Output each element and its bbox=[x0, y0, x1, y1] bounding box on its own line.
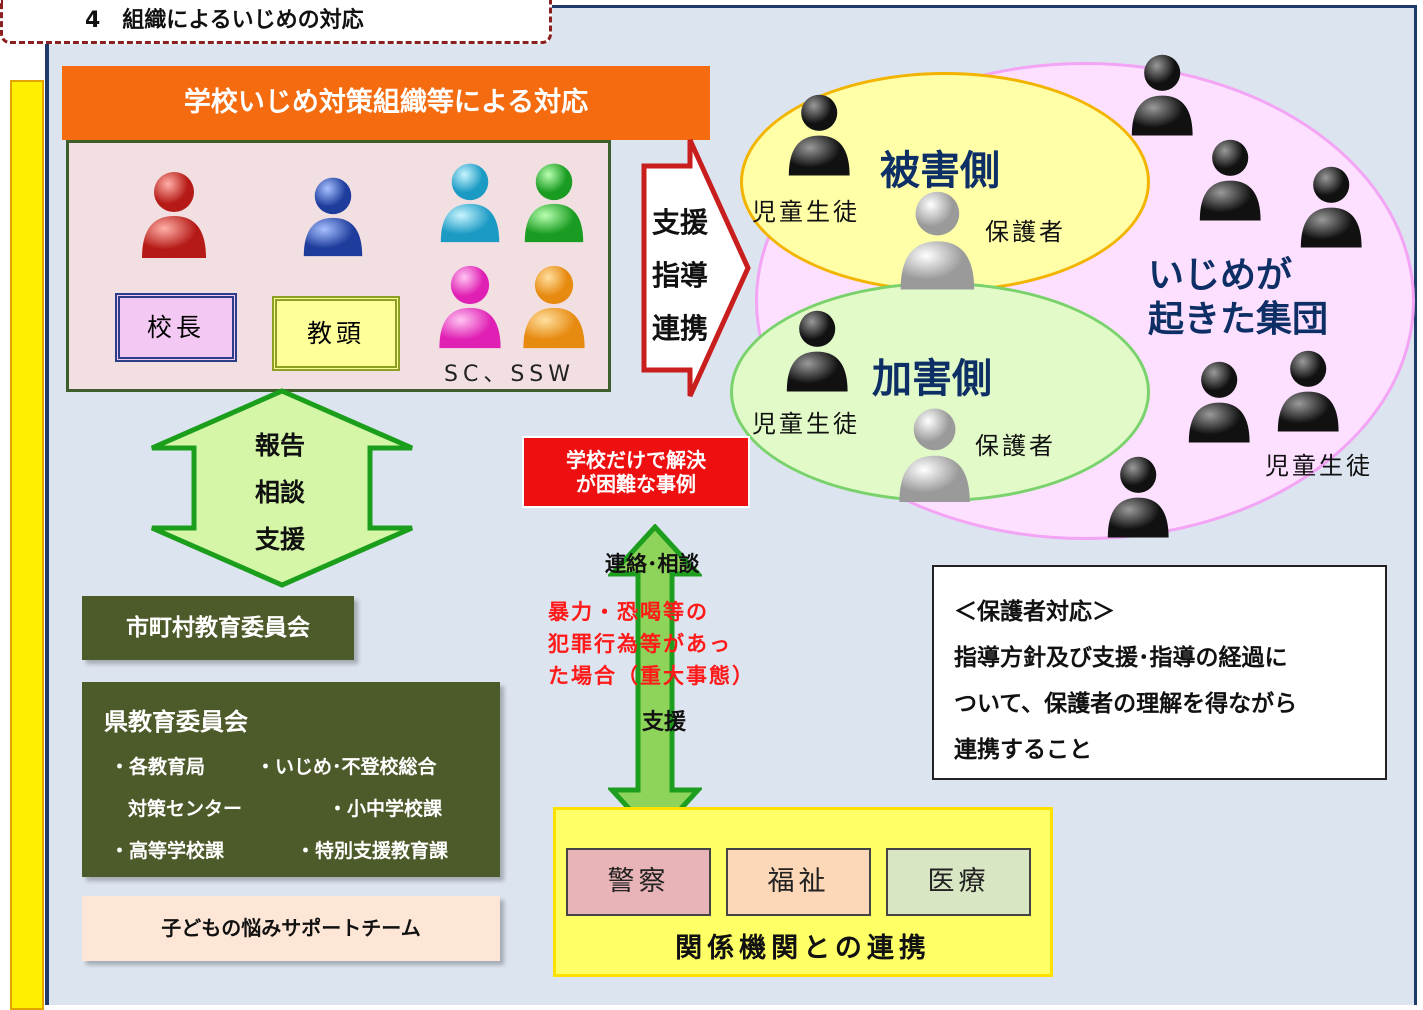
prefectural-dept: 対策センター bbox=[128, 798, 243, 820]
sc-ssw-label: SC、SSW bbox=[444, 362, 576, 387]
agency-collaboration-box: 警察 福祉 医療 関係機関との連携 bbox=[553, 807, 1053, 977]
prefectural-dept: ・特別支援教育課 bbox=[296, 840, 449, 862]
group-title-line: 起きた集団 bbox=[1148, 299, 1329, 340]
school-org-header: 学校いじめ対策組織等による対応 bbox=[62, 66, 710, 140]
prefectural-dept: ・各教育局 bbox=[110, 756, 206, 778]
difficult-case-line: が困難な事例 bbox=[576, 472, 696, 496]
guardian-response-line: 指導方針及び支援･指導の経過に bbox=[954, 645, 1288, 671]
principal-label: 校長 bbox=[115, 293, 237, 362]
difficult-case-box: 学校だけで解決 が困難な事例 bbox=[522, 436, 750, 508]
support-arrow bbox=[641, 138, 751, 398]
support-arrow-line: 指導 bbox=[652, 259, 709, 292]
agency-footer: 関係機関との連携 bbox=[675, 933, 931, 964]
guardian-response-text: ＜保護者対応＞ 指導方針及び支援･指導の経過に ついて、保護者の理解を得ながら … bbox=[954, 589, 1297, 773]
group-title-line: いじめが bbox=[1148, 255, 1293, 296]
municipal-board-box: 市町村教育委員会 bbox=[82, 596, 354, 660]
blue-person-icon bbox=[303, 177, 363, 257]
offender-guardian-label: 保護者 bbox=[975, 432, 1056, 460]
support-arrow-line: 連携 bbox=[652, 312, 709, 345]
victim-student-label: 児童生徒 bbox=[752, 198, 860, 226]
guardian-response-box: ＜保護者対応＞ 指導方針及び支援･指導の経過に ついて、保護者の理解を得ながら … bbox=[932, 565, 1387, 780]
serious-case-line: 犯罪行為等があっ bbox=[548, 632, 732, 656]
report-double-arrow bbox=[150, 388, 414, 588]
orange-person-icon bbox=[523, 265, 585, 349]
report-arrow-line: 報告 bbox=[255, 431, 306, 460]
report-arrow-line: 相談 bbox=[255, 478, 306, 507]
group-student-label: 児童生徒 bbox=[1265, 452, 1373, 480]
victim-side-title: 被害側 bbox=[880, 148, 1000, 194]
prefectural-board-title: 県教育委員会 bbox=[104, 708, 248, 736]
police-box: 警察 bbox=[566, 848, 711, 916]
report-arrow-text: 報告 相談 支援 bbox=[255, 422, 305, 563]
medical-box: 医療 bbox=[886, 848, 1031, 916]
serious-case-line: た場合（重大事態） bbox=[548, 664, 755, 688]
welfare-box: 福祉 bbox=[726, 848, 871, 916]
group-title: いじめが 起きた集団 bbox=[1148, 254, 1328, 342]
prefectural-board-box: 県教育委員会 ・各教育局 ・いじめ･不登校総合 対策センター ・小中学校課 ・高… bbox=[82, 682, 500, 877]
serious-case-line: 暴力・恐喝等の bbox=[548, 600, 709, 624]
side-accent-bar bbox=[10, 80, 44, 1010]
contact-label: 連絡･相談 bbox=[605, 552, 700, 576]
offender-side-title: 加害側 bbox=[872, 356, 992, 402]
green-person-icon bbox=[524, 163, 584, 243]
guardian-response-heading: ＜保護者対応＞ bbox=[954, 599, 1115, 625]
prefectural-dept: ・高等学校課 bbox=[110, 840, 225, 862]
red-person-icon bbox=[142, 172, 206, 258]
prefectural-dept: ・いじめ･不登校総合 bbox=[256, 756, 437, 778]
page-title: 4 組織によるいじめの対応 bbox=[0, 0, 552, 44]
prefectural-dept: ・小中学校課 bbox=[328, 798, 443, 820]
support-team-box: 子どもの悩みサポートチーム bbox=[82, 896, 500, 961]
vice-principal-label: 教頭 bbox=[272, 296, 400, 371]
page-title-text: 4 組織によるいじめの対応 bbox=[85, 8, 364, 33]
cyan-person-icon bbox=[440, 163, 500, 243]
guardian-response-line: 連携すること bbox=[954, 737, 1092, 763]
guardian-response-line: ついて、保護者の理解を得ながら bbox=[954, 691, 1298, 717]
support-label: 支援 bbox=[642, 710, 687, 735]
offender-student-label: 児童生徒 bbox=[752, 410, 860, 438]
support-arrow-line: 支援 bbox=[652, 206, 709, 239]
victim-guardian-label: 保護者 bbox=[985, 218, 1066, 246]
support-arrow-text: 支援 指導 連携 bbox=[652, 196, 708, 355]
pink-person-icon bbox=[439, 265, 501, 349]
serious-case-text: 暴力・恐喝等の 犯罪行為等があっ た場合（重大事態） bbox=[548, 596, 755, 692]
report-arrow-line: 支援 bbox=[255, 525, 306, 554]
difficult-case-line: 学校だけで解決 bbox=[566, 448, 706, 472]
